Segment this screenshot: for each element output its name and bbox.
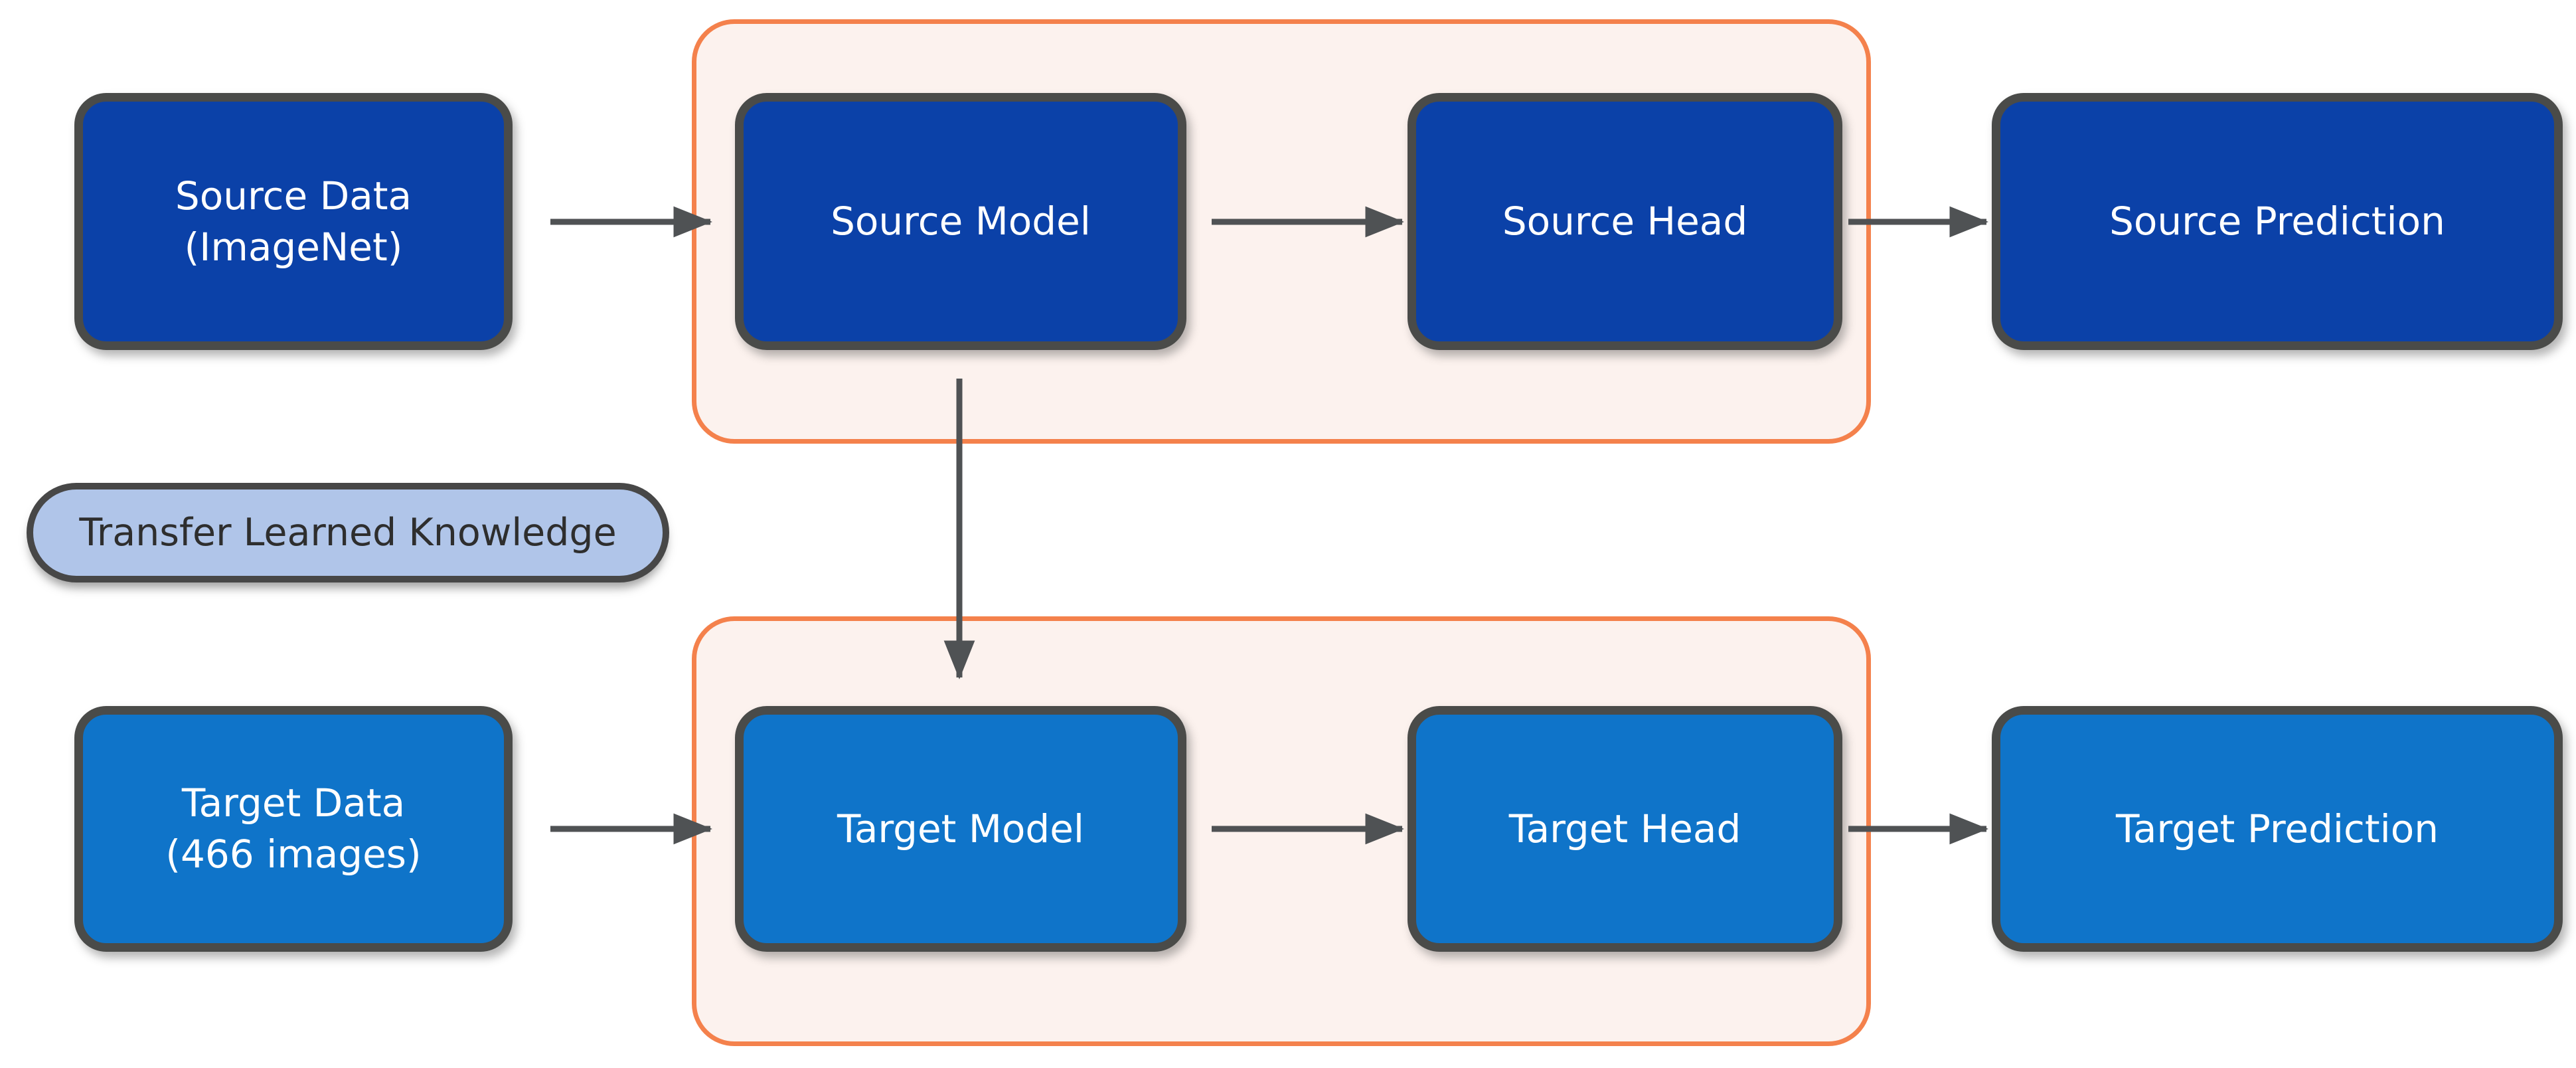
source-data-label: Source Data [175, 173, 412, 219]
source-model-label: Source Model [831, 199, 1091, 244]
target-prediction-node: Target Prediction [1992, 706, 2563, 952]
source-prediction-label: Source Prediction [2109, 199, 2445, 244]
source-head-node: Source Head [1408, 93, 1842, 350]
transfer-learned-knowledge-pill: Transfer Learned Knowledge [27, 483, 669, 582]
target-data-sublabel: (466 images) [165, 832, 422, 877]
target-data-node: Target Data (466 images) [74, 706, 513, 952]
source-head-label: Source Head [1502, 199, 1748, 244]
transfer-learned-knowledge-label: Transfer Learned Knowledge [79, 511, 617, 555]
target-model-node: Target Model [735, 706, 1186, 952]
target-model-label: Target Model [837, 806, 1084, 851]
source-model-node: Source Model [735, 93, 1186, 350]
source-prediction-node: Source Prediction [1992, 93, 2563, 350]
target-head-label: Target Head [1508, 806, 1741, 851]
source-data-sublabel: (ImageNet) [184, 224, 403, 270]
target-prediction-label: Target Prediction [2115, 806, 2439, 851]
target-data-label: Target Data [181, 780, 406, 826]
source-data-node: Source Data (ImageNet) [74, 93, 513, 350]
target-head-node: Target Head [1408, 706, 1842, 952]
